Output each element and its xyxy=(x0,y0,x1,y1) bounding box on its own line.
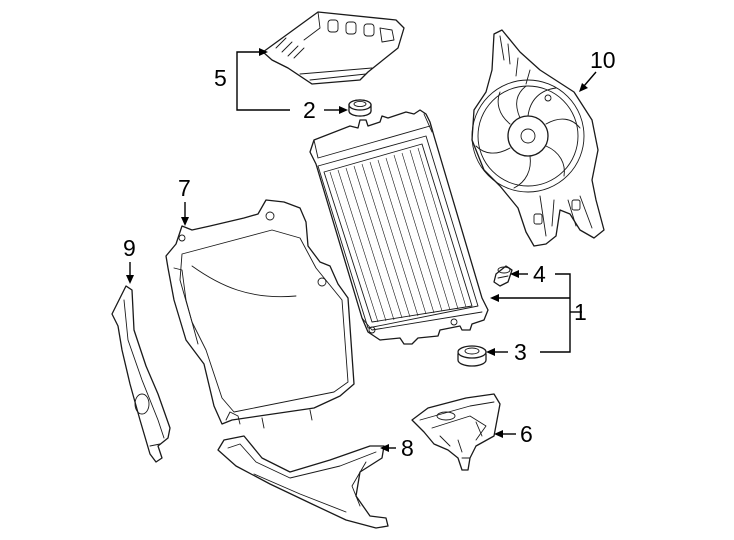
radiator-core-fins xyxy=(329,147,467,323)
callout-1: 1 xyxy=(574,299,587,325)
shroud-panel-part xyxy=(165,199,355,429)
callout-2: 2 xyxy=(303,97,316,123)
side-deflector-part xyxy=(111,285,171,463)
callout-8: 8 xyxy=(401,435,414,461)
callout-3: 3 xyxy=(514,339,527,365)
callout-6: 6 xyxy=(520,421,533,447)
callout-4: 4 xyxy=(533,261,546,287)
callout-7: 7 xyxy=(178,175,191,201)
callout-labels: 5 2 10 7 9 4 1 3 6 8 xyxy=(123,47,616,461)
fan-blades xyxy=(475,85,581,189)
callout-5: 5 xyxy=(214,65,227,91)
callout-9: 9 xyxy=(123,235,136,261)
upper-deflector-part xyxy=(262,11,405,85)
lower-deflector-part xyxy=(217,435,389,529)
fan-assembly-part xyxy=(471,29,605,247)
radiator-part xyxy=(309,109,489,345)
grommet-part xyxy=(348,99,372,117)
mount-bracket-part xyxy=(411,393,501,471)
leader-lines xyxy=(126,48,597,452)
callout-10: 10 xyxy=(590,47,616,73)
grommet-lower-part xyxy=(457,345,487,367)
fitting-part xyxy=(493,265,513,287)
